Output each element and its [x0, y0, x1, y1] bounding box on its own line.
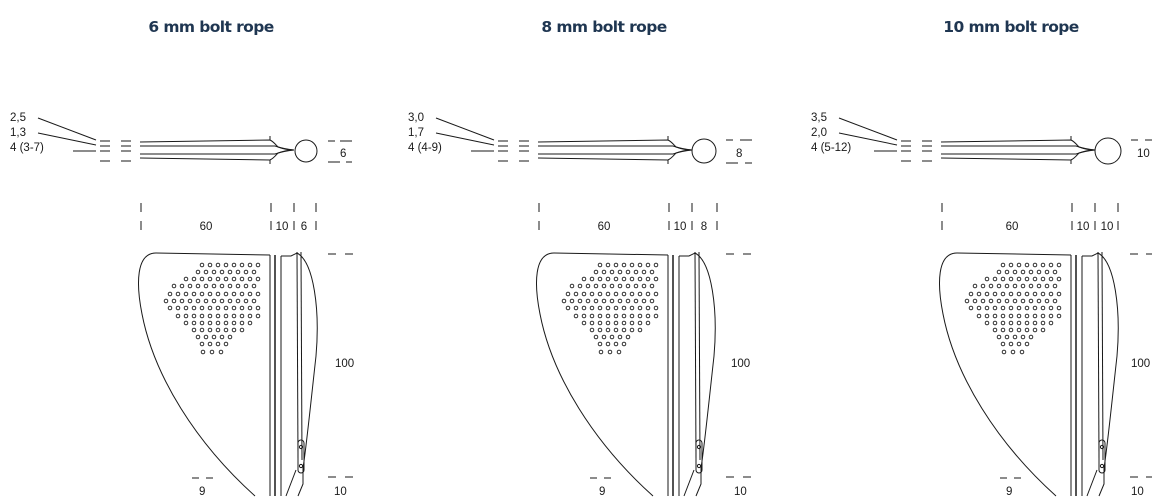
thickness-label-middle: 1,3	[10, 127, 26, 139]
rope-dimension: 6	[328, 140, 352, 163]
width-dimensions: 60 10 8	[538, 203, 718, 233]
bottom-left-label: 9	[199, 486, 205, 498]
width-label-rope: 6	[301, 221, 307, 233]
width-label-rope: 8	[701, 221, 707, 233]
thickness-ticks	[498, 140, 529, 162]
width-label-rope: 10	[1101, 221, 1114, 233]
bottom-right-label: 10	[1131, 486, 1144, 498]
height-dimension: 100	[1130, 253, 1152, 478]
bottom-dimensions: 9 10	[590, 477, 747, 498]
leader-lines	[435, 117, 495, 152]
bottom-left-label: 9	[599, 486, 605, 498]
leader-lines	[37, 117, 97, 152]
thickness-label-top: 3,0	[408, 112, 424, 124]
sail-profile	[537, 136, 717, 164]
rope-diameter-label: 8	[736, 148, 742, 160]
perforation-holes	[561, 262, 659, 355]
width-label-flange: 10	[1077, 221, 1090, 233]
tack-eyelet	[297, 439, 305, 474]
cross-section-view: 2,5 1,3 4 (3-7)	[10, 112, 352, 164]
perforation-holes	[964, 262, 1062, 355]
width-label-sail: 60	[1006, 221, 1019, 233]
leader-lines	[838, 117, 898, 152]
width-label-sail: 60	[200, 221, 213, 233]
thickness-label-bottom: 4 (3-7)	[10, 142, 44, 154]
thickness-label-top: 2,5	[10, 112, 26, 124]
thickness-label-top: 3,5	[811, 112, 827, 124]
bottom-right-label: 10	[734, 486, 747, 498]
panel-8mm: 8 mm bolt rope 3,0 1,7 4 (4-9)	[408, 18, 752, 498]
width-label-sail: 60	[598, 221, 611, 233]
width-label-flange: 10	[276, 221, 289, 233]
width-dimensions: 60 10 6	[140, 203, 317, 233]
panel-6mm: 6 mm bolt rope 2,5 1,3 4 (3-7)	[10, 18, 354, 498]
width-label-flange: 10	[674, 221, 687, 233]
bottom-left-label: 9	[1006, 486, 1012, 498]
rope-dimension: 8	[726, 139, 752, 164]
perforation-holes	[163, 262, 261, 355]
bolt-rope-circle	[1094, 137, 1122, 165]
height-label: 100	[731, 358, 750, 370]
tack-eyelet	[1098, 439, 1106, 474]
sail-outline	[138, 251, 318, 497]
height-label: 100	[335, 358, 354, 370]
thickness-ticks	[100, 140, 131, 162]
panel-10mm: 10 mm bolt rope 3,5 2,0 4 (5-12)	[811, 18, 1152, 498]
cross-section-view: 3,5 2,0 4 (5-12)	[811, 112, 1152, 165]
rope-dimension: 10	[1131, 139, 1152, 160]
sail-profile	[940, 136, 1122, 165]
panel-title: 6 mm bolt rope	[148, 18, 273, 36]
rope-diameter-label: 10	[1137, 148, 1150, 160]
thickness-label-middle: 1,7	[408, 127, 424, 139]
height-dimension: 100	[726, 253, 751, 478]
bolt-rope-circle	[294, 139, 318, 163]
bottom-dimensions: 9 10	[1000, 477, 1144, 498]
sail-outline	[939, 251, 1119, 497]
thickness-label-middle: 2,0	[811, 127, 827, 139]
width-dimensions: 60 10 10	[941, 203, 1119, 233]
bolt-rope-circle	[691, 138, 717, 164]
sail-outline	[536, 251, 716, 497]
bottom-dimensions: 9 10	[192, 477, 347, 498]
rope-diameter-label: 6	[340, 148, 346, 160]
thickness-label-bottom: 4 (4-9)	[408, 142, 442, 154]
cross-section-view: 3,0 1,7 4 (4-9)	[408, 112, 752, 164]
thickness-label-bottom: 4 (5-12)	[811, 142, 851, 154]
sail-profile	[139, 136, 318, 164]
panel-title: 10 mm bolt rope	[943, 18, 1079, 36]
height-label: 100	[1131, 358, 1150, 370]
panel-title: 8 mm bolt rope	[541, 18, 666, 36]
thickness-ticks	[901, 140, 932, 162]
height-dimension: 100	[328, 253, 354, 478]
bottom-right-label: 10	[334, 486, 347, 498]
tack-eyelet	[695, 439, 703, 474]
